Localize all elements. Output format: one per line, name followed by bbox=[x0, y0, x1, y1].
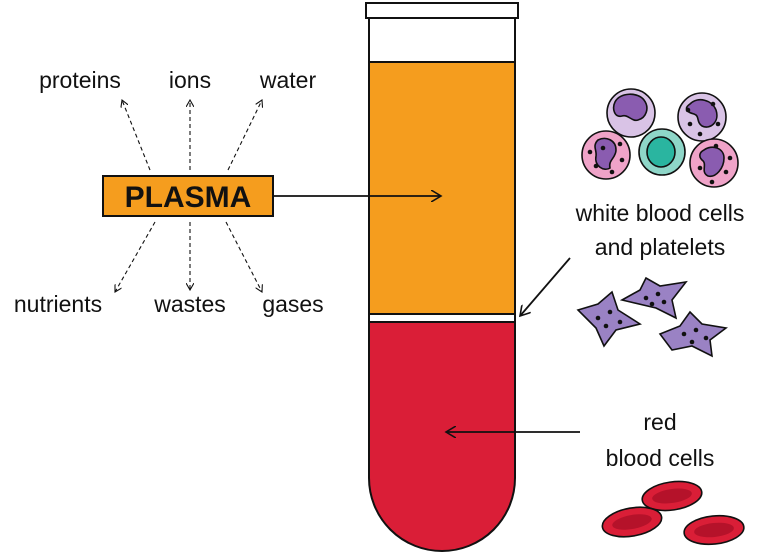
wbc-cell bbox=[638, 128, 686, 176]
plasma-layer bbox=[368, 61, 516, 315]
plasma-component-arrows bbox=[115, 100, 262, 292]
component-water: water bbox=[259, 67, 317, 93]
component-nutrients: nutrients bbox=[14, 291, 102, 317]
platelet bbox=[658, 310, 728, 358]
wbc-label-line2: and platelets bbox=[595, 234, 725, 260]
arrow-proteins bbox=[122, 100, 151, 171]
arrow-water bbox=[227, 100, 262, 171]
wbc-arrow bbox=[520, 257, 571, 316]
platelet bbox=[576, 290, 643, 348]
wbc-cell bbox=[677, 92, 727, 142]
plasma-label-box bbox=[102, 175, 274, 217]
tube-cap bbox=[365, 2, 519, 19]
plasma-label: PLASMA bbox=[125, 181, 252, 214]
wbc-cell bbox=[581, 130, 631, 180]
component-gases: gases bbox=[262, 291, 323, 317]
red-blood-cell bbox=[683, 514, 745, 546]
red-blood-cells-illustration bbox=[601, 480, 745, 546]
platelets-illustration bbox=[576, 276, 728, 358]
buffy-coat-layer bbox=[368, 313, 516, 323]
rbc-label-line2: blood cells bbox=[606, 445, 715, 471]
component-ions: ions bbox=[169, 67, 211, 93]
tube-empty-section bbox=[368, 17, 516, 63]
component-proteins: proteins bbox=[39, 67, 121, 93]
wbc-cell bbox=[689, 138, 739, 188]
test-tube bbox=[365, 2, 519, 552]
platelet bbox=[619, 276, 688, 320]
arrow-gases bbox=[225, 221, 262, 292]
wbc-cell bbox=[606, 88, 656, 138]
arrow-nutrients bbox=[115, 221, 156, 292]
rbc-label-line1: red bbox=[643, 409, 676, 435]
wbc-label-line1: white blood cells bbox=[575, 200, 745, 226]
white-blood-cells-illustration bbox=[581, 88, 739, 188]
red-cell-layer bbox=[368, 321, 516, 552]
component-wastes: wastes bbox=[153, 291, 226, 317]
red-blood-cell bbox=[601, 506, 663, 538]
red-blood-cell bbox=[641, 480, 703, 512]
